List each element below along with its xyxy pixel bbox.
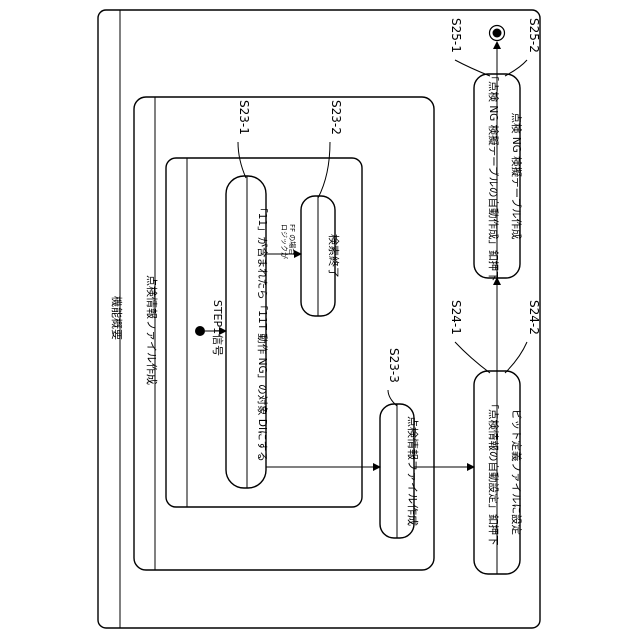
ref-s24-2-text: S24-2	[527, 300, 541, 335]
final-node	[490, 26, 505, 41]
ref-s23-2-text: S23-2	[329, 100, 343, 135]
ref-s24-1: S24-1	[449, 300, 490, 373]
ref-s23-1: S23-1	[237, 100, 251, 178]
step1-title: STEP1信号	[211, 300, 224, 356]
state-auto-table-line1: 「点検 NG 検擬テーブルの自動作成」釦押下	[487, 70, 500, 281]
state-file-create: 点検情報ファイル作成	[380, 404, 420, 538]
state-auto-setting: 「点検情報の自動設定」釦押下 ビット定義ファイルに設定	[474, 371, 523, 574]
ref-s25-1: S25-1	[449, 18, 490, 76]
state-auto-table-line2: 点検 NG 検擬テーブル作成	[510, 112, 523, 240]
state-search-end: 検索終了	[301, 196, 341, 316]
ref-s23-3-text: S23-3	[387, 348, 401, 383]
state-file-create-text: 点検情報ファイル作成	[406, 416, 420, 526]
ref-s25-2: S25-2	[505, 18, 541, 76]
state-auto-table: 「点検 NG 検擬テーブルの自動作成」釦押下 点検 NG 検擬テーブル作成	[474, 70, 523, 281]
guard-line2: FF の場合	[288, 224, 297, 255]
state-search-end-text: 検索終了	[327, 234, 341, 278]
ref-s23-1-text: S23-1	[237, 100, 251, 135]
ref-s24-1-text: S24-1	[449, 300, 463, 335]
outer-title: 機能概要	[110, 296, 124, 340]
ref-s24-2: S24-2	[505, 300, 541, 373]
ref-s23-2: S23-2	[318, 100, 343, 198]
initial-node	[195, 326, 205, 336]
inspection-file-frame: 点検情報ファイル作成	[134, 97, 434, 570]
ref-s23-3: S23-3	[387, 348, 401, 406]
state-auto-setting-line2: ビット定義ファイルに設定	[510, 409, 523, 535]
inspection-file-title: 点検情報ファイル作成	[145, 275, 159, 385]
state-auto-setting-line1: 「点検情報の自動設定」釦押下	[487, 399, 500, 546]
ref-s25-1-text: S25-1	[449, 18, 463, 53]
ref-s25-2-text: S25-2	[527, 18, 541, 53]
guard-line1: ロジックが	[280, 224, 289, 259]
state-di-target: 「11」が含まれたら「11T 動作 NG」の対象 DIにする	[226, 176, 269, 488]
state-di-target-text: 「11」が含まれたら「11T 動作 NG」の対象 DIにする	[256, 202, 269, 461]
